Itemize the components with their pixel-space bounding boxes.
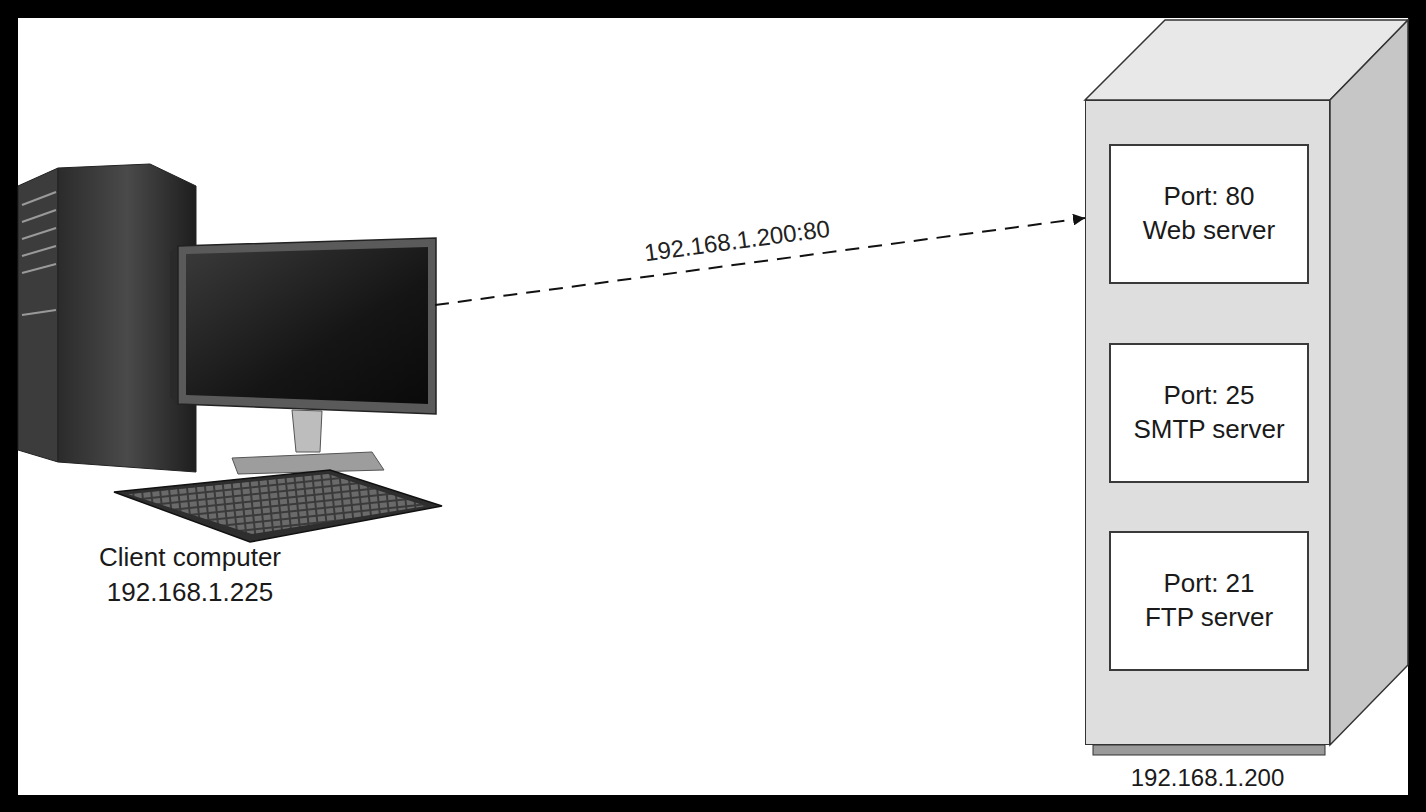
service-box: Port: 80Web server [1109, 144, 1309, 284]
monitor-bezel [178, 238, 436, 414]
tower-vents [22, 192, 56, 315]
node-heading: Port: 25 [1163, 379, 1254, 413]
server-base [1093, 745, 1325, 755]
service-box: Port: 21FTP server [1109, 531, 1309, 671]
node-heading: Port: 21 [1163, 567, 1254, 601]
server-box: 192.168.1.200Port: 80Web serverPort: 25S… [1085, 100, 1330, 745]
service-box: Port: 25SMTP server [1109, 343, 1309, 483]
tower-side [58, 164, 196, 472]
server-side [1330, 20, 1408, 745]
canvas-ground [18, 18, 1408, 795]
node-body: 192.168.1.225 [10, 575, 370, 610]
tower-front [18, 168, 58, 462]
keyboard-keys [128, 474, 426, 534]
monitor-back [170, 246, 178, 404]
keyboard [114, 470, 442, 542]
monitor-screen [186, 247, 428, 404]
node-body: Web server [1143, 214, 1275, 248]
node-heading: Client computer [10, 540, 370, 575]
monitor-neck [292, 410, 322, 452]
connector-label: 192.168.1.200:80 [639, 214, 836, 268]
computer-node: Client computer192.168.1.225 [10, 160, 435, 610]
address-label: 192.168.1.200 [1131, 764, 1284, 792]
monitor-base [232, 452, 384, 474]
node-heading: Port: 80 [1163, 180, 1254, 214]
node-body: FTP server [1145, 601, 1273, 635]
node-body: SMTP server [1133, 413, 1284, 447]
